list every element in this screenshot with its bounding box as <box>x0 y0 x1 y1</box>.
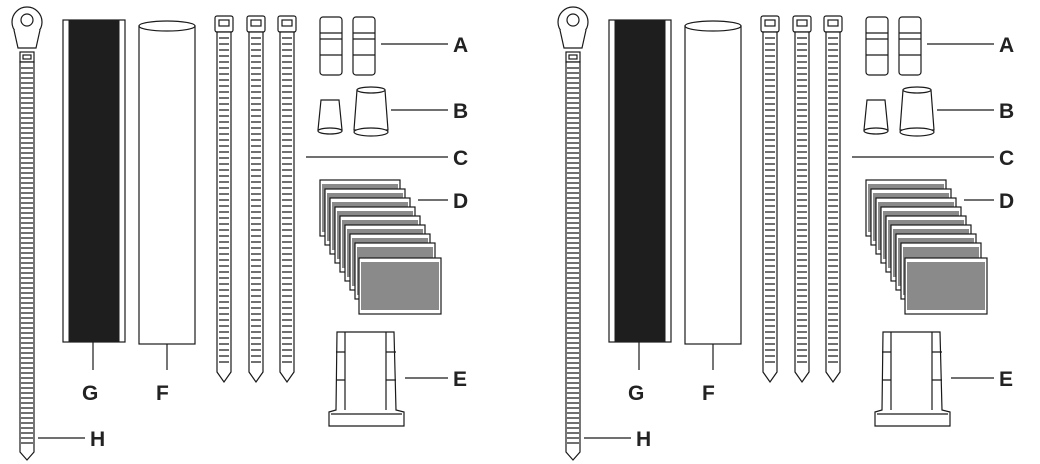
adhesive-pad-icon <box>319 179 442 315</box>
base-mount-icon <box>328 331 405 427</box>
connector-sleeve-icon <box>352 16 376 76</box>
label-d: D <box>453 190 468 213</box>
label-e: E <box>453 368 467 391</box>
label-h: H <box>636 428 651 451</box>
end-cap-icon <box>899 86 935 137</box>
label-b: B <box>999 100 1014 123</box>
ring-terminal-tie-icon <box>11 6 43 461</box>
tape-strip-icon <box>608 19 672 343</box>
end-cap-icon <box>353 86 389 137</box>
adhesive-pad-icon <box>865 179 988 315</box>
cable-tie-icon <box>823 15 843 384</box>
end-cap-icon <box>863 99 889 135</box>
cable-tie-icon <box>214 15 234 384</box>
connector-sleeve-icon <box>898 16 922 76</box>
label-f: F <box>156 382 169 405</box>
end-cap-icon <box>317 99 343 135</box>
tape-strip-icon <box>62 19 126 343</box>
label-e: E <box>999 368 1013 391</box>
label-g: G <box>628 382 644 405</box>
cable-tie-icon <box>246 15 266 384</box>
label-g: G <box>82 382 98 405</box>
label-c: C <box>453 147 468 170</box>
connector-sleeve-icon <box>865 16 889 76</box>
base-mount-icon <box>874 331 951 427</box>
label-a: A <box>453 34 468 57</box>
cable-tie-icon <box>760 15 780 384</box>
label-f: F <box>702 382 715 405</box>
label-h: H <box>90 428 105 451</box>
label-a: A <box>999 34 1014 57</box>
connector-sleeve-icon <box>319 16 343 76</box>
sleeve-tube-icon <box>138 20 196 345</box>
cable-tie-icon <box>277 15 297 384</box>
diagram-panel-1: A B CD E F GH <box>11 6 468 461</box>
label-c: C <box>999 147 1014 170</box>
sleeve-tube-icon <box>684 20 742 345</box>
diagram-panel-2: A B CD E F GH <box>557 6 1014 461</box>
ring-terminal-tie-icon <box>557 6 589 461</box>
label-d: D <box>999 190 1014 213</box>
cable-tie-icon <box>792 15 812 384</box>
label-b: B <box>453 100 468 123</box>
